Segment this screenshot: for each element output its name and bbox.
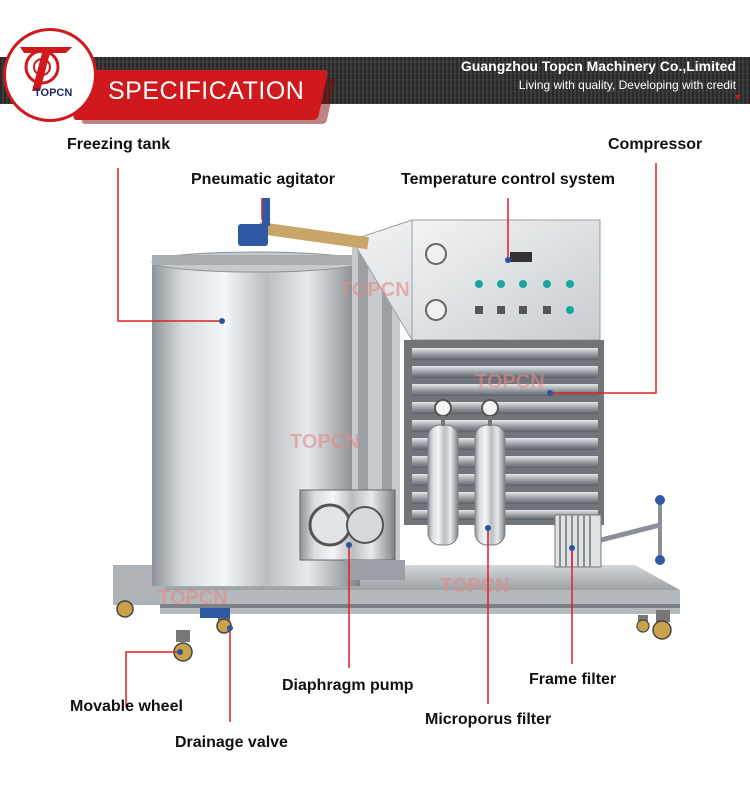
callout-line-wheel [125,651,180,707]
frame-filter [554,495,665,568]
label-diaphragm-pump: Diaphragm pump [282,677,414,694]
watermark-1: TOPCN [340,279,410,301]
page-title: SPECIFICATION [108,77,305,105]
watermark-3: TOPCN [290,431,360,453]
watermark-2: TOPCN [475,371,545,393]
freezing-tank [151,251,361,586]
label-temperature-control: Temperature control system [401,171,615,188]
microporous-filter [427,399,506,546]
logo [3,28,97,122]
company-slogan: Living with quality, Developing with cre… [518,78,736,92]
label-drainage-valve: Drainage valve [175,734,288,751]
pneumatic-agitator [238,198,369,250]
diaphragm-pump [299,489,405,580]
logo-text: TOPCN [34,87,73,99]
drainage-valve [200,608,230,618]
movable-wheel-icon [116,600,672,662]
callout-line-freezing-tank [117,168,222,322]
callout-dots [177,257,575,655]
watermark-5: TOPCN [440,575,510,597]
watermark-4: TOPCN [158,587,228,609]
label-movable-wheel: Movable wheel [70,698,183,715]
callout-line-compressor [550,163,657,394]
label-frame-filter: Frame filter [529,671,617,688]
corner-arrow-icon: ▼ [733,92,742,102]
company-name: Guangzhou Topcn Machinery Co.,Limited [460,58,736,74]
callout-lines [117,163,657,722]
label-compressor: Compressor [608,136,703,153]
label-microporus-filter: Microporus filter [425,711,552,728]
control-cabinet [351,219,601,341]
label-freezing-tank: Freezing tank [67,136,171,153]
logo-mark-icon [20,47,72,91]
label-pneumatic-agitator: Pneumatic agitator [191,171,336,188]
